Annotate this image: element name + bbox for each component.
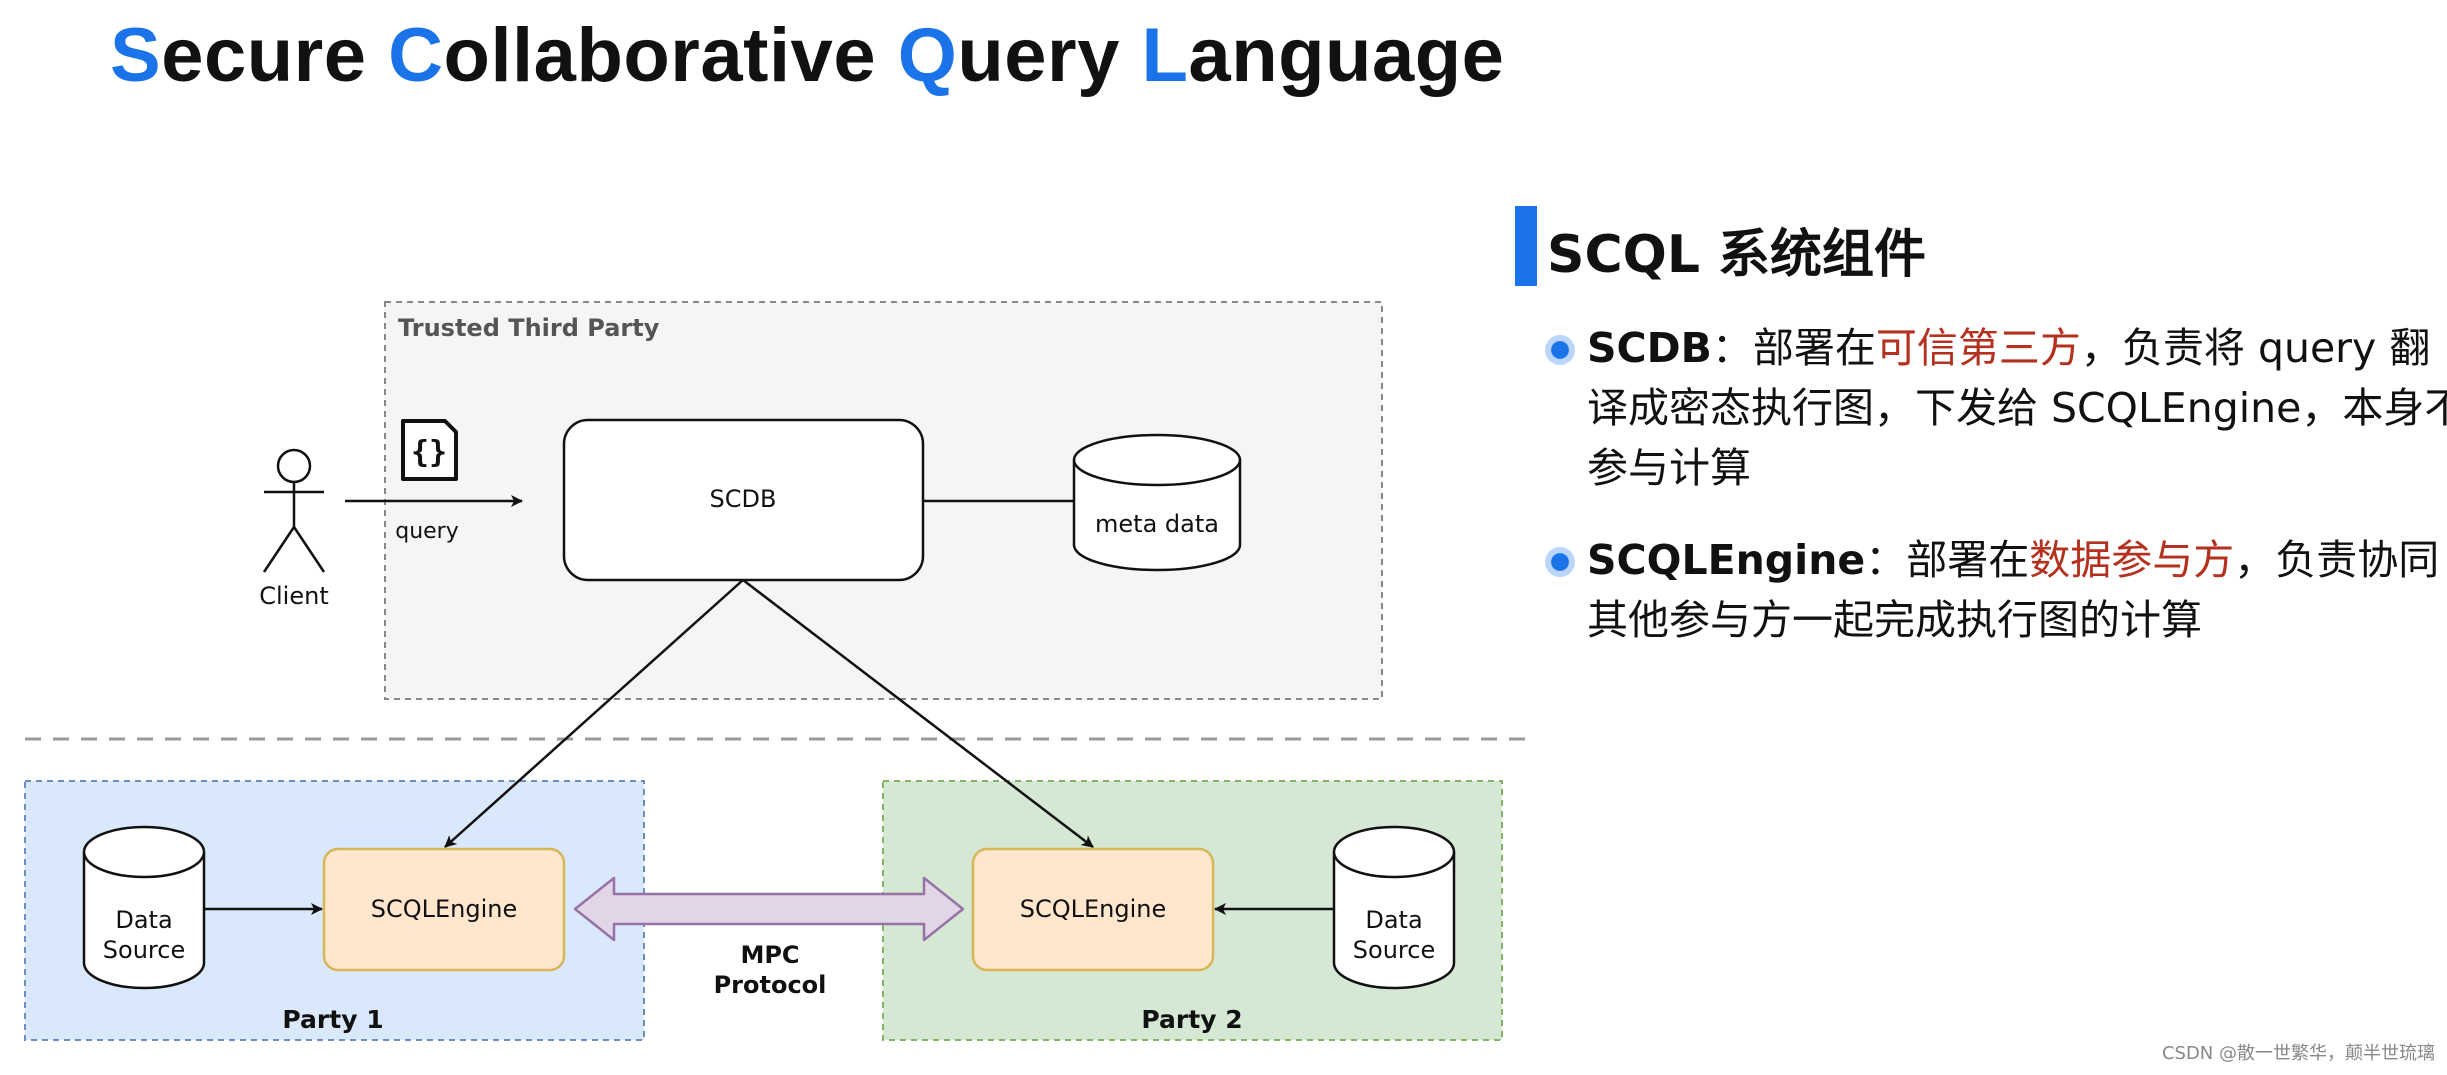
bullet-scqlengine-highlight: 数据参与方	[2029, 536, 2235, 584]
mpc-label-line2: Protocol	[714, 971, 827, 999]
scdb-to-engine1-arrow	[444, 579, 744, 848]
panel-heading: SCQL 系统组件	[1515, 200, 2415, 286]
scdb-label: SCDB	[710, 485, 777, 513]
bullet-dot-icon	[1545, 547, 1575, 577]
scdb-to-engine2-arrow	[742, 579, 1094, 848]
meta-data-label: meta data	[1095, 510, 1219, 538]
trusted-third-party-label: Trusted Third Party	[398, 314, 660, 342]
bullet-scqlengine-name: SCQLEngine	[1587, 536, 1866, 584]
party2-label: Party 2	[1141, 1005, 1242, 1034]
bullet-scqlengine-text: SCQLEngine：部署在数据参与方，负责协同其他参与方一起完成执行图的计算	[1587, 530, 2447, 650]
title-initial-s: S	[110, 13, 162, 98]
mpc-protocol-arrow	[573, 876, 965, 942]
title-word-uery: uery	[957, 13, 1142, 98]
bullet-scdb-pre: 部署在	[1752, 324, 1876, 372]
bullet-scqlengine-colon: ：	[1865, 536, 1907, 584]
json-document-icon: {}	[401, 419, 458, 481]
query-label: query	[395, 519, 459, 544]
bullet-scqlengine-pre: 部署在	[1906, 536, 2030, 584]
engine2-label: SCQLEngine	[1020, 895, 1167, 923]
bullet-scdb-colon: ：	[1711, 324, 1753, 372]
title-initial-q: Q	[897, 13, 958, 98]
bullet-scdb-highlight: 可信第三方	[1875, 324, 2081, 372]
mpc-label-line1: MPC	[740, 941, 799, 969]
datasource2-label-line2: Source	[1353, 936, 1435, 964]
client-label: Client	[259, 582, 328, 610]
title-initial-l: L	[1141, 13, 1189, 98]
architecture-diagram: Trusted Third Party Party 1 Party 2 Clie…	[24, 301, 1525, 1041]
title-initial-c: C	[388, 13, 444, 98]
engine1-node	[322, 847, 566, 972]
title-word-ollaborative: ollaborative	[443, 13, 898, 98]
party1-label: Party 1	[282, 1005, 383, 1034]
engine1-label: SCQLEngine	[371, 895, 518, 923]
heading-accent-bar	[1515, 206, 1537, 286]
title-word-anguage: anguage	[1188, 13, 1505, 98]
bullet-dot-icon	[1545, 335, 1575, 365]
page-title: Secure Collaborative Query Language	[110, 12, 1504, 99]
svg-text:{}: {}	[411, 435, 447, 470]
bullet-scdb-post: ，负责将 query 翻译成密态执行图，下发给 SCQLEngine，本身不参与…	[1587, 324, 2447, 492]
bullet-scdb-name: SCDB	[1587, 324, 1712, 372]
bullet-scqlengine-post: ，负责协同其他参与方一起完成执行图的计算	[1587, 536, 2440, 644]
title-word-ecure: ecure	[161, 13, 389, 98]
datasource2-label-line1: Data	[1365, 906, 1422, 934]
engine2-node	[971, 847, 1215, 972]
client-actor-icon	[262, 448, 326, 573]
datasource1-label-line1: Data	[115, 906, 172, 934]
panel-heading-text: SCQL 系统组件	[1547, 225, 1927, 285]
meta-data-store-icon	[1072, 433, 1242, 572]
datasource1-icon	[82, 825, 206, 990]
components-panel: SCQL 系统组件 SCDB：部署在可信第三方，负责将 query 翻译成密态执…	[1515, 200, 2447, 644]
bullet-scdb-text: SCDB：部署在可信第三方，负责将 query 翻译成密态执行图，下发给 SCQ…	[1587, 318, 2447, 498]
datasource1-label-line2: Source	[103, 936, 185, 964]
datasource2-icon	[1332, 825, 1456, 990]
watermark: CSDN @散一世繁华，颠半世琉璃	[2161, 1043, 2435, 1064]
